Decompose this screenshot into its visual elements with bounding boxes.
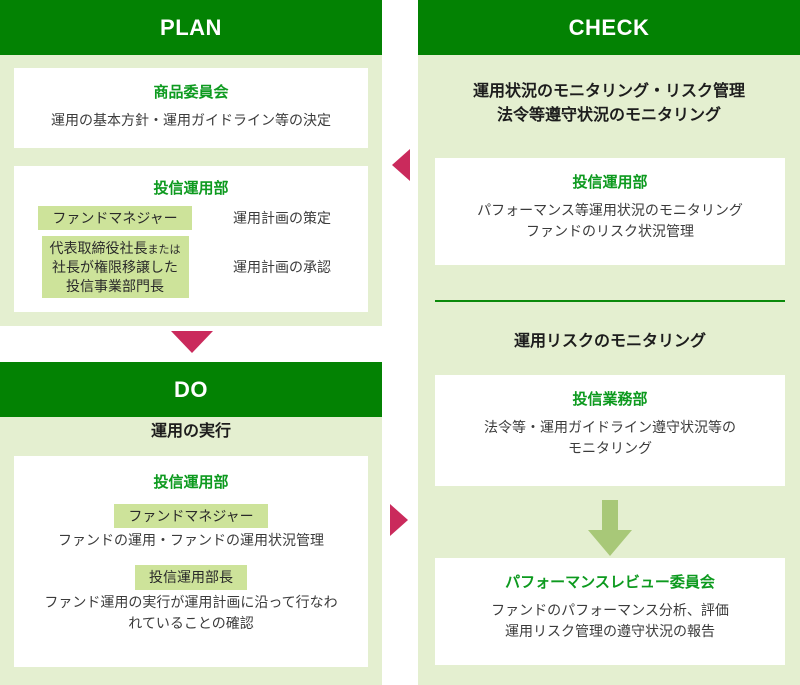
plan-header: PLAN	[0, 0, 382, 55]
do-chip-dept-head: 投信運用部長	[135, 565, 247, 590]
arrow-down-green-icon	[588, 500, 632, 556]
chip-line-3: 社長が権限移譲した	[52, 258, 178, 275]
plan-role-grid: ファンドマネジャー 運用計画の策定 代表取締役社長または 社長が権限移譲した 投…	[24, 205, 358, 299]
arrow-left-red-icon	[392, 149, 410, 181]
do-block-2: 投信運用部長 ファンド運用の実行が運用計画に沿って行なわれていることの確認	[24, 561, 358, 635]
plan-role-row: 代表取締役社長または 社長が権限移譲した 投信事業部門長 運用計画の承認	[24, 235, 358, 299]
plan-card-2-dept: 投信運用部	[153, 180, 229, 197]
check-card-3-desc-2: 運用リスク管理の遵守状況の報告	[505, 623, 715, 640]
plan-card-1-dept: 商品委員会	[153, 84, 229, 101]
check-card-2-desc-1: 法令等・運用ガイドライン遵守状況等の	[484, 418, 736, 435]
check-card-2-dept: 投信業務部	[572, 391, 648, 408]
check-card-1-desc-2: ファンドのリスク状況管理	[526, 223, 694, 240]
check-title-1-line-1: 運用状況のモニタリング・リスク管理	[472, 83, 745, 100]
check-card-3-dept: パフォーマンスレビュー委員会	[505, 574, 715, 591]
check-card-1-dept: 投信運用部	[572, 174, 648, 191]
plan-card-product-committee: 商品委員会 運用の基本方針・運用ガイドライン等の決定	[14, 68, 368, 148]
do-section-title: 運用の実行	[150, 423, 231, 440]
plan-role-task-1: 運用計画の策定	[233, 209, 331, 226]
do-block-1-desc: ファンドの運用・ファンドの運用状況管理	[58, 531, 324, 548]
check-card-3-desc-1: ファンドのパフォーマンス分析、評価	[491, 601, 729, 618]
do-header: DO	[0, 362, 382, 417]
check-section-title-2: 運用リスクのモニタリング	[513, 333, 706, 350]
check-card-performance-review: パフォーマンスレビュー委員会 ファンドのパフォーマンス分析、評価 運用リスク管理…	[435, 558, 785, 665]
do-chip-fund-manager: ファンドマネジャー	[114, 503, 268, 528]
do-block-2-desc: ファンド運用の実行が運用計画に沿って行なわれていることの確認	[44, 593, 338, 632]
plan-role-chip-wrap: 代表取締役社長または 社長が権限移譲した 投信事業部門長	[24, 235, 206, 299]
check-divider	[435, 300, 785, 302]
plan-card-1-desc: 運用の基本方針・運用ガイドライン等の決定	[51, 111, 331, 128]
plan-role-chip-president: 代表取締役社長または 社長が権限移譲した 投信事業部門長	[41, 235, 189, 299]
plan-role-chip-fund-manager: ファンドマネジャー	[38, 205, 192, 230]
do-block-1: ファンドマネジャー ファンドの運用・ファンドの運用状況管理	[24, 500, 358, 552]
plan-panel: PLAN 商品委員会 運用の基本方針・運用ガイドライン等の決定 投信運用部 ファ…	[0, 0, 382, 326]
check-title-1-line-2: 法令等遵守状況のモニタリング	[496, 107, 721, 124]
plan-role-chip-wrap: ファンドマネジャー	[24, 205, 206, 230]
plan-role-task-2: 運用計画の承認	[233, 259, 331, 276]
chip-line-2: または	[147, 243, 181, 256]
check-header: CHECK	[418, 0, 800, 55]
plan-card-investment-dept: 投信運用部 ファンドマネジャー 運用計画の策定 代表取締役社長または 社長が権限…	[14, 166, 368, 312]
chip-line-4: 投信事業部門長	[66, 277, 164, 294]
arrow-right-red-icon	[390, 504, 408, 536]
check-section-title-1: 運用状況のモニタリング・リスク管理 法令等遵守状況のモニタリング	[438, 80, 780, 128]
do-card-dept: 投信運用部	[153, 474, 229, 491]
check-card-2-desc-2: モニタリング	[568, 440, 652, 457]
plan-role-row: ファンドマネジャー 運用計画の策定	[24, 205, 358, 230]
chip-line-1: 代表取締役社長	[49, 239, 148, 256]
check-card-investment-dept: 投信運用部 パフォーマンス等運用状況のモニタリング ファンドのリスク状況管理	[435, 158, 785, 265]
arrow-down-red-icon	[171, 331, 213, 353]
check-card-operations-dept: 投信業務部 法令等・運用ガイドライン遵守状況等の モニタリング	[435, 375, 785, 486]
do-card-investment-dept: 投信運用部 ファンドマネジャー ファンドの運用・ファンドの運用状況管理 投信運用…	[14, 456, 368, 667]
check-card-1-desc-1: パフォーマンス等運用状況のモニタリング	[477, 201, 743, 218]
